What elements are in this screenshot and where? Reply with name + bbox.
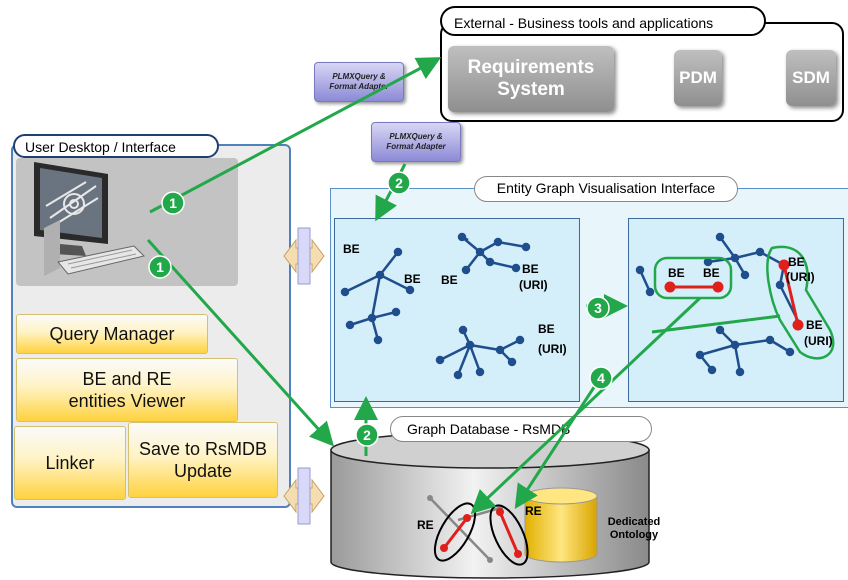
be-label-3: BE: [441, 273, 458, 287]
requirements-label-line1: Requirements: [467, 57, 595, 78]
ontology-line1: Dedicated: [607, 516, 661, 528]
user-desktop-title: User Desktop / Interface: [13, 134, 219, 158]
adapter1-line2: Format Adapter: [329, 82, 389, 91]
ontology-label: Dedicated Ontology: [596, 516, 672, 542]
viewer-label-line2: entities Viewer: [68, 391, 186, 411]
save-label-line1: Save to RsMDB: [138, 439, 268, 459]
uri-label-3: (URI): [786, 270, 815, 284]
step-2b-text: 2: [363, 427, 371, 443]
step-4-text: 4: [597, 370, 605, 386]
step-1a-text: 1: [169, 195, 177, 211]
step-badge-2a: 2: [387, 171, 411, 195]
save-to-rsmdb-button[interactable]: Save to RsMDB Update: [128, 422, 278, 498]
double-arrow-icon-upper: [283, 227, 325, 285]
database-graph: [427, 495, 529, 566]
graph-database-title: Graph Database - RsMDB: [390, 416, 652, 442]
uri-label-1: (URI): [519, 278, 548, 292]
relation-links: [664, 259, 804, 331]
step-badge-4: 4: [589, 366, 613, 390]
step-badge-1b: 1: [148, 255, 172, 279]
adapter1-line1: PLMXQuery &: [332, 72, 386, 81]
step-3-text: 3: [594, 300, 602, 316]
query-manager-button[interactable]: Query Manager: [16, 314, 208, 354]
be-label-4: BE: [522, 262, 539, 276]
be-label-2: BE: [404, 272, 421, 286]
entity-group-outlines: [653, 245, 835, 360]
be-label-7: BE: [703, 266, 720, 280]
step-badge-3: 3: [586, 296, 610, 320]
external-tools-title: External - Business tools and applicatio…: [440, 6, 766, 36]
entities-viewer-button[interactable]: BE and RE entities Viewer: [16, 358, 238, 422]
ontology-line2: Ontology: [609, 529, 659, 541]
desktop-computer-area: [16, 158, 238, 286]
be-label-1: BE: [343, 242, 360, 256]
step-badge-1a: 1: [161, 191, 185, 215]
be-label-6: BE: [668, 266, 685, 280]
step-badge-2b: 2: [355, 423, 379, 447]
save-label-line2: Update: [173, 461, 233, 481]
be-label-8: BE: [788, 255, 805, 269]
entity-graph-title: Entity Graph Visualisation Interface: [474, 176, 738, 202]
requirements-label-line2: System: [497, 79, 565, 100]
be-label-9: BE: [806, 318, 823, 332]
plmxquery-adapter-top: PLMXQuery & Format Adapter: [314, 62, 404, 102]
computer-icon: [34, 162, 145, 276]
step-2a-text: 2: [395, 175, 403, 191]
step-1b-text: 1: [156, 259, 164, 275]
green-flow-arrows: [146, 57, 781, 515]
re-label-1: RE: [417, 518, 434, 532]
plmxquery-adapter-middle: PLMXQuery & Format Adapter: [371, 122, 461, 162]
adapter2-line1: PLMXQuery &: [389, 132, 443, 141]
viewer-label-line1: BE and RE: [82, 369, 172, 389]
sdm-block: SDM: [786, 50, 836, 106]
linker-button[interactable]: Linker: [14, 426, 126, 500]
left-graphs: [340, 232, 531, 380]
requirements-system-block: Requirements System: [448, 46, 614, 112]
uri-label-2: (URI): [538, 342, 567, 356]
double-arrow-icon-lower: [283, 467, 325, 525]
be-label-5: BE: [538, 322, 555, 336]
pdm-block: PDM: [674, 50, 722, 106]
right-graph: [635, 232, 802, 377]
re-label-2: RE: [525, 504, 542, 518]
uri-label-4: (URI): [804, 334, 833, 348]
adapter2-line2: Format Adapter: [386, 142, 446, 151]
